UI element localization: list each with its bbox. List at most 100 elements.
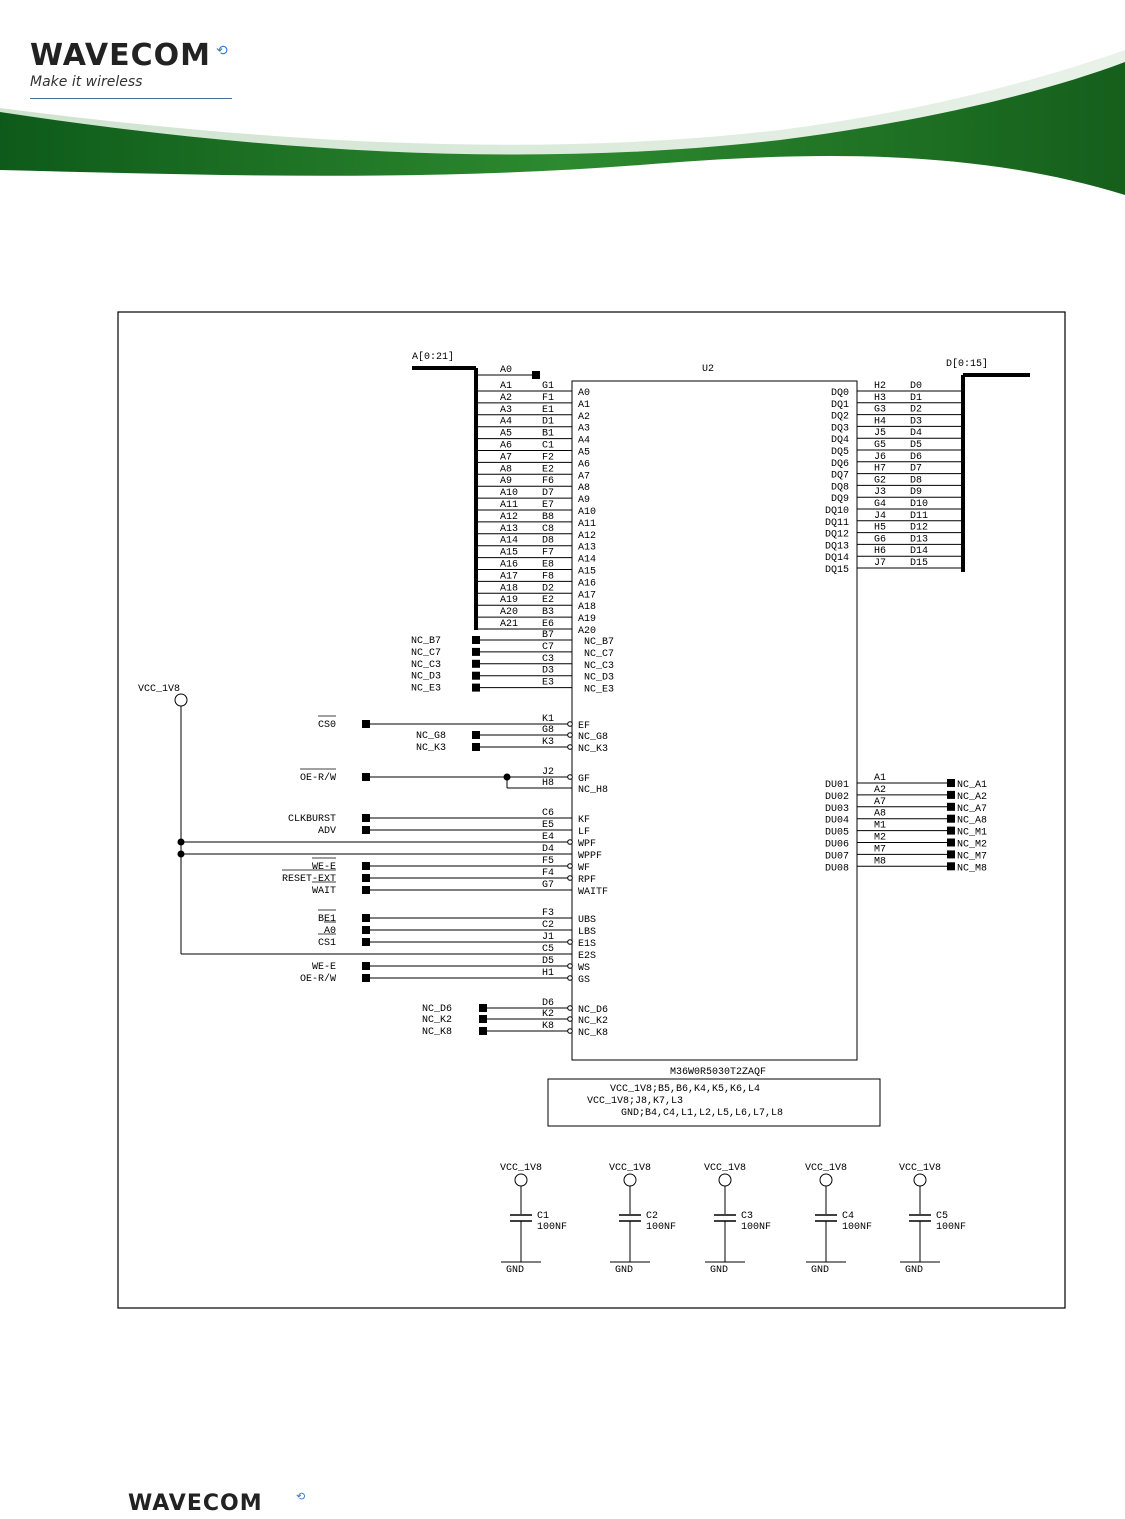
pin-label: DQ13 (825, 541, 849, 552)
cap-value: 100NF (842, 1222, 872, 1233)
ball-label: J1 (542, 932, 554, 943)
terminal-square (947, 850, 955, 859)
vcc-power-symbol (174, 693, 188, 707)
footer-wordmark: WAVECOM (128, 1491, 263, 1516)
net-label: A2 (500, 393, 512, 404)
net-label: D9 (910, 487, 922, 498)
inversion-bubble (567, 732, 573, 738)
pin-label: DQ10 (825, 506, 849, 517)
ball-label: C5 (542, 944, 554, 955)
pin-label: NC_K2 (578, 1016, 608, 1027)
ball-label: A1 (874, 773, 886, 784)
pin-label: UBS (578, 915, 596, 926)
net-label: CS0 (318, 720, 336, 731)
pin-label: NC_H8 (578, 785, 608, 796)
net-label: A15 (500, 548, 518, 559)
cap-power-symbol (913, 1173, 927, 1187)
net-label: WAIT (312, 886, 336, 897)
logo-wordmark: WAVECOM (30, 38, 212, 73)
ball-label: D8 (542, 536, 554, 547)
terminal-square (947, 826, 955, 835)
ball-label: G2 (874, 475, 886, 486)
pin-label: WPF (578, 839, 596, 850)
pin-label: A17 (578, 590, 596, 601)
vcc-label: VCC_1V8 (138, 684, 180, 695)
pin-label: A16 (578, 578, 596, 589)
junction-dot (177, 838, 185, 846)
pin-label: DQ7 (831, 471, 849, 482)
net-label: CLKBURST (288, 814, 336, 825)
ball-label: K2 (542, 1009, 554, 1020)
net-label: D1 (910, 393, 922, 404)
ball-label: M8 (874, 856, 886, 867)
ball-label: G4 (874, 499, 886, 510)
net-label: NC_K2 (422, 1015, 452, 1026)
cap-ref: C3 (741, 1211, 753, 1222)
net-label: OE-R/W (300, 772, 336, 784)
terminal-square (947, 838, 955, 847)
net-label: A11 (500, 500, 518, 511)
net-label: A8 (500, 464, 512, 475)
pin-label: A6 (578, 459, 590, 470)
component-ref: U2 (702, 364, 714, 375)
ball-label: D5 (542, 956, 554, 967)
wavecom-logo: WAVECOM Make it wireless ⟲ (30, 40, 240, 100)
net-label: A3 (500, 405, 512, 416)
pin-label: A5 (578, 448, 590, 459)
ball-label: C8 (542, 524, 554, 535)
net-label: D15 (910, 558, 928, 569)
net-label: D3 (910, 416, 922, 427)
net-label: RESET-EXT (282, 874, 336, 885)
cap-power-symbol (718, 1173, 732, 1187)
pin-label: GF (578, 774, 590, 785)
net-label: D14 (910, 546, 928, 557)
pin-label: A8 (578, 483, 590, 494)
pin-label: EF (578, 721, 590, 732)
net-label: NC_M8 (957, 863, 987, 874)
pin-label: A2 (578, 412, 590, 423)
net-label: D7 (910, 464, 922, 475)
cap-power-symbol (819, 1173, 833, 1187)
net-label: A5 (500, 429, 512, 440)
ball-label: F7 (542, 548, 554, 559)
pin-label: A19 (578, 614, 596, 625)
schematic-frame (117, 311, 1066, 1309)
inversion-bubble (567, 1028, 573, 1034)
ball-label: K3 (542, 737, 554, 748)
footer-swirl-icon: ⟲ (296, 1491, 306, 1503)
ball-label: H5 (874, 523, 886, 534)
net-label: NC_C7 (411, 648, 441, 659)
net-label: D11 (910, 511, 928, 522)
ball-label: F4 (542, 868, 554, 879)
pin-label: A1 (578, 400, 590, 411)
net-label: A6 (500, 441, 512, 452)
cap-supply-label: VCC_1V8 (704, 1163, 746, 1174)
pin-label: DQ4 (831, 435, 849, 446)
net-label: A16 (500, 560, 518, 571)
ball-label: A7 (874, 797, 886, 808)
net-label: A0 (500, 365, 512, 376)
ball-label: H8 (542, 778, 554, 789)
power-notes-box (547, 1078, 881, 1127)
ball-label: J2 (542, 767, 554, 778)
pin-label: DQ9 (831, 494, 849, 505)
cap-value: 100NF (936, 1222, 966, 1233)
pin-label: A9 (578, 495, 590, 506)
inversion-bubble (567, 744, 573, 750)
net-label: NC_K3 (416, 743, 446, 754)
net-label: A20 (500, 607, 518, 618)
pin-label: A10 (578, 507, 596, 518)
pin-label: NC_D3 (584, 673, 614, 684)
ball-label: C7 (542, 642, 554, 653)
inversion-bubble (567, 839, 573, 845)
gnd-label: GND (615, 1265, 633, 1276)
cap-power-symbol (623, 1173, 637, 1187)
terminal-square (947, 814, 955, 823)
cap-supply-label: VCC_1V8 (609, 1163, 651, 1174)
ball-label: E6 (542, 619, 554, 630)
net-label: A19 (500, 595, 518, 606)
cap-value: 100NF (537, 1222, 567, 1233)
net-label: NC_M7 (957, 851, 987, 862)
ball-label: K1 (542, 714, 554, 725)
pin-label: LBS (578, 927, 596, 938)
